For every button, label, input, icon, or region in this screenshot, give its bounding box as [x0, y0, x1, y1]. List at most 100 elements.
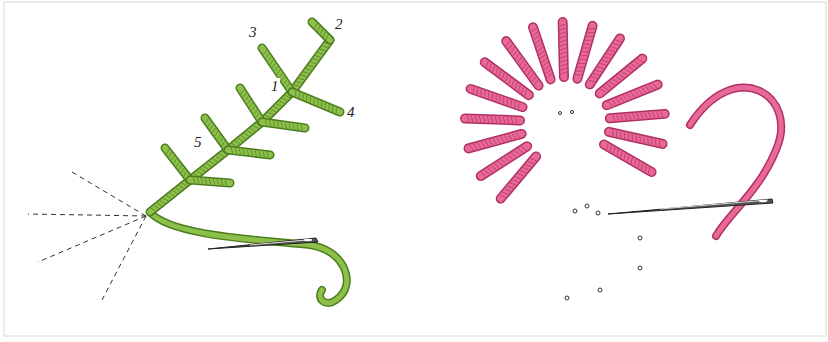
thread-twist	[637, 59, 643, 63]
thread-twist	[609, 50, 615, 52]
thread-twist	[543, 62, 548, 66]
needle	[608, 199, 773, 214]
thread-twist	[205, 118, 208, 123]
thread-twist	[638, 161, 639, 167]
thread-twist	[179, 186, 184, 189]
thread-twist	[587, 32, 594, 33]
thread-twist	[560, 24, 566, 26]
stitch	[190, 150, 228, 180]
stitch	[533, 27, 551, 79]
thread-twist	[467, 115, 469, 121]
thread-twist	[648, 167, 649, 173]
stitch	[607, 85, 658, 106]
thread-twist	[609, 82, 615, 86]
thread-twist	[215, 131, 218, 136]
thread-twist	[506, 41, 510, 46]
thread-twist	[581, 55, 588, 56]
thread-twist	[493, 66, 495, 72]
thread-twist	[531, 28, 536, 32]
thread-twist	[496, 95, 497, 102]
thread-twist	[480, 89, 481, 96]
stitch	[506, 41, 538, 85]
stitch	[469, 134, 522, 149]
thread-twist	[560, 32, 566, 34]
thread-twist	[527, 70, 531, 75]
thread-twist	[634, 91, 638, 96]
thread-twist	[285, 95, 290, 97]
thread-twist	[631, 64, 637, 68]
stitch	[150, 180, 190, 212]
thread-twist	[625, 114, 628, 120]
thread-twist	[518, 57, 522, 62]
thread-twist	[210, 161, 215, 164]
thread-twist	[477, 88, 478, 95]
thread-twist	[532, 76, 536, 81]
thread-twist	[607, 143, 608, 149]
thread-twist	[593, 73, 599, 75]
thread-twist	[510, 183, 516, 186]
stitch	[481, 146, 527, 176]
thread-twist	[277, 121, 278, 127]
thread-twist	[203, 166, 208, 169]
thread-twist	[254, 110, 257, 115]
thread-twist	[245, 96, 248, 101]
thread-twist	[253, 126, 258, 129]
thread-twist	[235, 148, 236, 154]
callout-number: 4	[346, 104, 356, 120]
thread-twist	[535, 40, 540, 44]
thread-twist	[481, 172, 486, 176]
thread-twist	[514, 151, 519, 155]
thread-twist	[306, 69, 312, 71]
thread-twist	[212, 128, 215, 133]
thread-twist	[325, 103, 326, 109]
thread-twist	[320, 29, 322, 34]
stitch	[240, 88, 262, 122]
thread-twist	[503, 117, 505, 123]
thread-twist	[489, 140, 493, 146]
thread-twist	[505, 189, 511, 192]
thread-twist	[521, 146, 526, 150]
thread-twist	[651, 138, 653, 145]
thread-twist	[515, 177, 521, 180]
thread-twist	[540, 55, 545, 59]
thread-twist	[166, 149, 169, 154]
thread-twist	[515, 117, 517, 123]
thread-twist	[200, 169, 205, 172]
stitch	[506, 41, 538, 85]
thread-twist	[579, 63, 586, 64]
thread-twist	[560, 48, 566, 50]
stitch	[262, 92, 292, 122]
thread-twist	[302, 94, 303, 100]
thread-twist	[265, 115, 270, 117]
thread-twist	[310, 97, 311, 103]
panel	[4, 2, 826, 336]
thread-twist	[475, 116, 477, 122]
thread-twist	[637, 113, 640, 119]
thread-twist	[219, 138, 222, 143]
thread-twist	[286, 83, 289, 88]
thread-twist	[279, 101, 284, 103]
callout-number: 1	[270, 78, 280, 94]
thread-twist	[208, 122, 211, 127]
thread-twist	[534, 36, 539, 40]
thread-twist	[624, 153, 625, 159]
thread-twist	[241, 136, 246, 139]
stitch	[481, 146, 527, 176]
thread-twist	[560, 60, 566, 62]
thread-twist	[621, 151, 622, 157]
thread-twist	[247, 150, 248, 156]
thread-twist	[266, 53, 269, 58]
thread-twist	[561, 72, 567, 74]
thread-twist	[317, 26, 319, 31]
thread-twist	[216, 156, 221, 159]
thread-twist	[336, 108, 337, 114]
thread-twist	[499, 117, 501, 123]
thread-twist	[474, 144, 478, 150]
callout-number: 3	[248, 24, 258, 40]
thread-twist	[308, 65, 314, 67]
thread-twist	[628, 155, 629, 161]
thread-twist	[491, 166, 496, 170]
thread-twist	[232, 143, 237, 146]
thread-twist	[213, 159, 218, 162]
